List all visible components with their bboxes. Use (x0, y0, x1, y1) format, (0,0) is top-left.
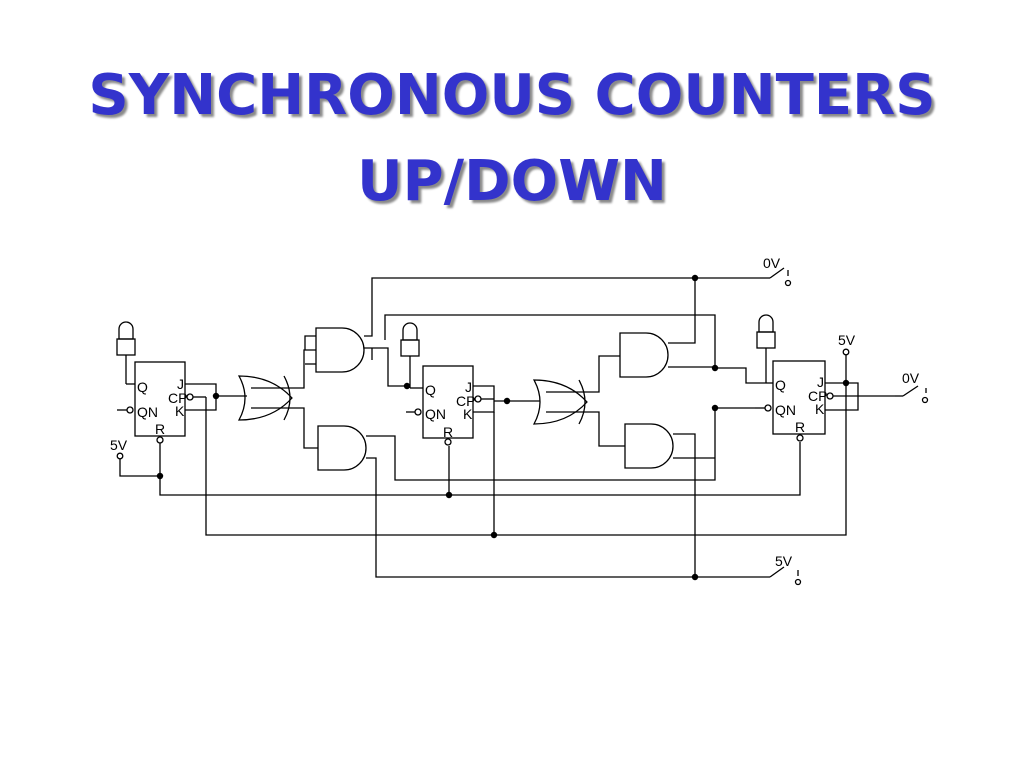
slide-title-line-2: UP/DOWN (357, 149, 667, 214)
and-gate-4 (624, 423, 674, 469)
ff3-j-label: J (817, 374, 824, 390)
junctions (156, 274, 850, 581)
ff3-q-label: Q (775, 377, 786, 393)
ff2-qn-label: QN (425, 406, 446, 422)
or-gate-1 (237, 375, 293, 421)
output-indicator-3 (756, 314, 776, 384)
switch-bottom (769, 566, 802, 586)
ff1-k-label: K (175, 403, 185, 419)
right-switch-label: 0V (902, 370, 920, 386)
wiring (119, 277, 895, 578)
and-gate-3 (619, 332, 669, 378)
ff3-qn-label: QN (775, 402, 796, 418)
ff1-q-label: Q (137, 379, 148, 395)
left-source-label: 5V (110, 437, 128, 453)
output-indicator-1 (116, 321, 136, 385)
power-source-right (842, 348, 850, 356)
ff2-r-label: R (443, 424, 453, 440)
and-gate-2 (317, 425, 367, 471)
top-switch-label: 0V (763, 255, 781, 271)
ff2-j-label: J (465, 379, 472, 395)
bottom-switch-label: 5V (775, 553, 793, 569)
right-source-label: 5V (838, 332, 856, 348)
ff2-k-label: K (463, 406, 473, 422)
ff3-cp-label: CP (808, 388, 827, 404)
switch-right (895, 385, 929, 404)
ff3-k-label: K (815, 401, 825, 417)
and-gate-1 (315, 327, 365, 373)
ff3-r-label: R (795, 419, 805, 435)
output-indicator-2 (400, 322, 423, 389)
ff1-j-label: J (177, 376, 184, 392)
ff2-q-label: Q (425, 382, 436, 398)
power-source-left (116, 452, 124, 460)
switch-top (760, 267, 792, 287)
ff2-cp-label: CP (456, 393, 475, 409)
ff1-qn-label: QN (137, 404, 158, 420)
or-gate-2 (532, 379, 588, 425)
ff1-cp-label: CP (168, 390, 187, 406)
ff1-r-label: R (155, 421, 165, 437)
slide-title-line-1: SYNCHRONOUS COUNTERS (88, 63, 936, 128)
